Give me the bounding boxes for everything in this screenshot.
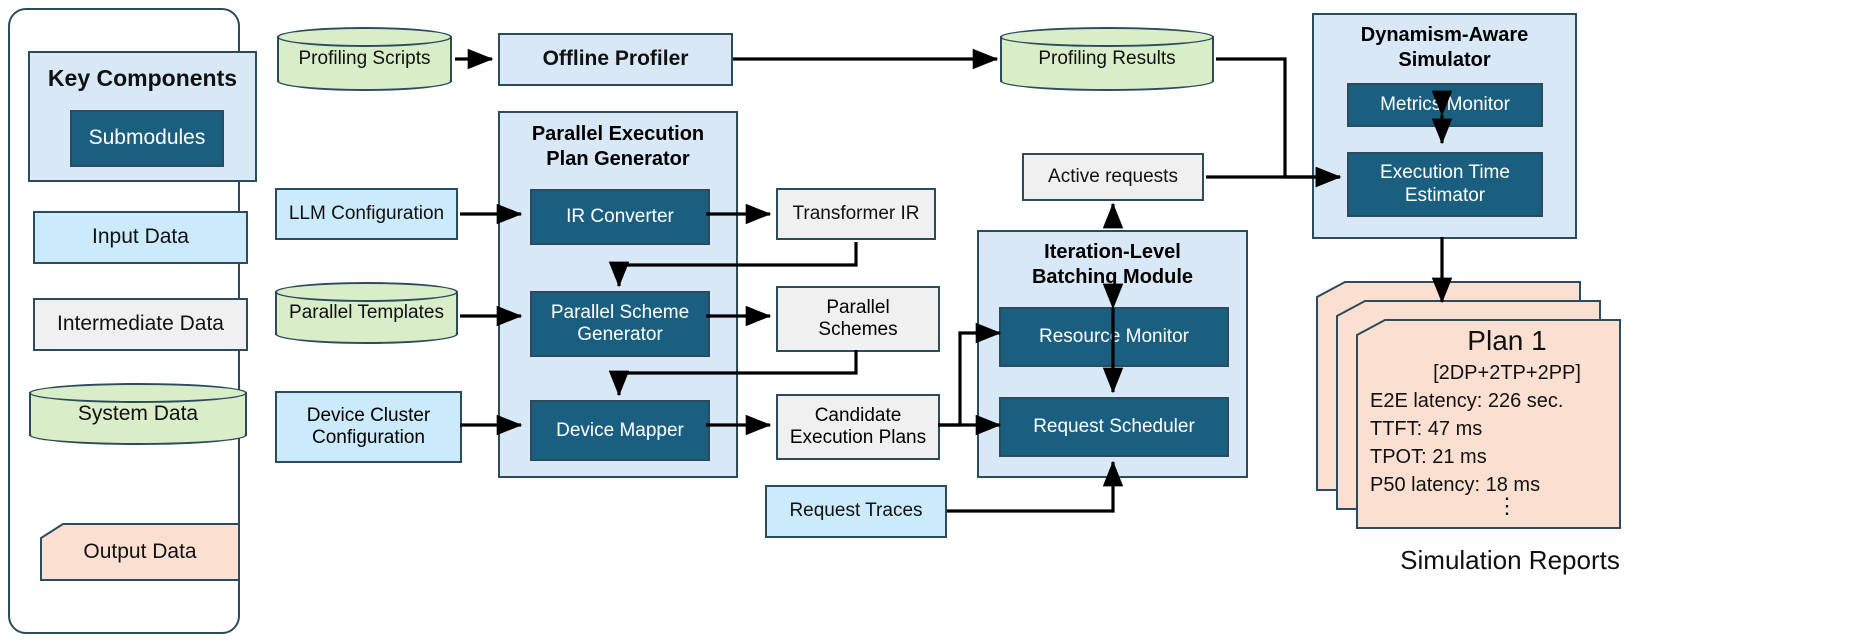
module-pepg-title-line1: Parallel Execution [531, 123, 705, 145]
submodule-parallel-scheme-generator-label-line1: Parallel Scheme [550, 301, 690, 323]
node-device-cluster-configuration-label-line1: Device Cluster [306, 404, 431, 426]
node-parallel-schemes-label-line1: Parallel [826, 296, 890, 318]
node-parallel-templates: Parallel Templates [275, 282, 458, 344]
submodule-device-mapper-label: Device Mapper [556, 419, 684, 441]
node-parallel-schemes: Parallel Schemes [776, 286, 940, 352]
node-profiling-scripts-label: Profiling Scripts [298, 48, 431, 69]
cylinder-top-ellipse [1000, 27, 1214, 47]
legend-item-system-data-label: System Data [77, 402, 199, 425]
simulation-reports-caption: Simulation Reports [1400, 545, 1620, 575]
note-shape [40, 523, 240, 581]
legend-item-output-data: Output Data [40, 523, 240, 581]
submodule-ir-converter-label: IR Converter [566, 206, 674, 227]
submodule-execution-time-estimator-label-line1: Execution Time [1380, 162, 1510, 184]
report-metric-p50-latency: P50 latency: 18 ms [1370, 474, 1541, 496]
submodule-ir-converter: IR Converter [530, 189, 710, 245]
submodule-resource-monitor-label: Resource Monitor [1039, 326, 1189, 347]
module-ilbm-title-line2: Batching Module [1031, 266, 1194, 288]
simulation-reports-stack [1316, 281, 1621, 529]
module-iteration-level-batching: Iteration-Level Batching Module Resource… [977, 230, 1248, 478]
module-pepg-title-line2: Plan Generator [546, 148, 690, 170]
cylinder-top-ellipse [277, 27, 452, 47]
legend-item-intermediate-data: Intermediate Data [33, 298, 248, 351]
submodule-execution-time-estimator: Execution Time Estimator [1347, 152, 1543, 217]
node-profiling-scripts: Profiling Scripts [277, 27, 452, 91]
node-active-requests: Active requests [1022, 153, 1204, 201]
node-active-requests-label: Active requests [1048, 165, 1178, 187]
submodule-request-scheduler-label: Request Scheduler [1033, 416, 1195, 437]
report-card-front [1356, 319, 1621, 529]
node-llm-configuration: LLM Configuration [275, 188, 458, 240]
submodule-parallel-scheme-generator: Parallel Scheme Generator [530, 291, 710, 357]
node-profiling-results: Profiling Results [1000, 27, 1214, 91]
legend-item-system-data: System Data [29, 383, 247, 445]
node-profiling-results-label: Profiling Results [1038, 48, 1176, 69]
report-title: Plan 1 [1467, 325, 1547, 356]
cylinder-top-ellipse [275, 282, 458, 302]
node-offline-profiler-label: Offline Profiler [542, 47, 689, 71]
node-candidate-execution-plans-label-line2: Execution Plans [789, 427, 927, 448]
node-candidate-execution-plans: Candidate Execution Plans [776, 394, 940, 460]
report-metric-ttft: TTFT: 47 ms [1370, 418, 1483, 440]
legend-key-components-title: Key Components [47, 65, 238, 91]
module-dynamism-aware-simulator: Dynamism-Aware Simulator Metrics Monitor… [1312, 13, 1577, 239]
submodule-resource-monitor: Resource Monitor [999, 307, 1229, 367]
module-parallel-execution-plan-generator: Parallel Execution Plan Generator IR Con… [498, 111, 738, 478]
node-transformer-ir: Transformer IR [776, 188, 936, 240]
legend-submodules-label: Submodules [88, 126, 206, 150]
submodule-device-mapper: Device Mapper [530, 400, 710, 461]
legend-item-input-data: Input Data [33, 211, 248, 264]
node-request-traces-label: Request Traces [789, 500, 923, 522]
node-parallel-schemes-label-line2: Schemes [818, 319, 898, 340]
node-offline-profiler: Offline Profiler [498, 33, 733, 86]
report-metric-tpot: TPOT: 21 ms [1370, 446, 1487, 468]
node-candidate-execution-plans-label-line1: Candidate [814, 404, 902, 426]
node-device-cluster-configuration-label-line2: Configuration [311, 427, 426, 448]
report-config: [2DP+2TP+2PP] [1433, 362, 1581, 384]
node-llm-configuration-label: LLM Configuration [288, 202, 445, 224]
node-transformer-ir-label: Transformer IR [792, 202, 920, 224]
cylinder-top-ellipse [29, 383, 247, 403]
module-das-title-line1: Dynamism-Aware [1360, 24, 1529, 46]
submodule-execution-time-estimator-label-line2: Estimator [1404, 184, 1486, 206]
legend-submodules-chip: Submodules [70, 110, 224, 167]
node-request-traces: Request Traces [765, 485, 947, 538]
legend-item-output-data-label: Output Data [83, 540, 197, 563]
submodule-metrics-monitor: Metrics Monitor [1347, 83, 1543, 127]
report-metric-e2e-latency: E2E latency: 226 sec. [1370, 390, 1564, 412]
legend-key-components-box: Key Components Submodules [28, 51, 257, 182]
submodule-metrics-monitor-label: Metrics Monitor [1380, 94, 1510, 115]
submodule-request-scheduler: Request Scheduler [999, 397, 1229, 457]
submodule-parallel-scheme-generator-label-line2: Generator [577, 324, 663, 345]
node-parallel-templates-label: Parallel Templates [289, 302, 444, 323]
module-ilbm-title-line1: Iteration-Level [1044, 241, 1181, 263]
legend-item-input-data-label: Input Data [92, 225, 189, 249]
report-ellipsis-icon: ⋮ [1496, 493, 1518, 518]
legend-item-intermediate-data-label: Intermediate Data [57, 312, 224, 336]
node-device-cluster-configuration: Device Cluster Configuration [275, 391, 462, 463]
module-das-title-line2: Simulator [1398, 49, 1491, 71]
